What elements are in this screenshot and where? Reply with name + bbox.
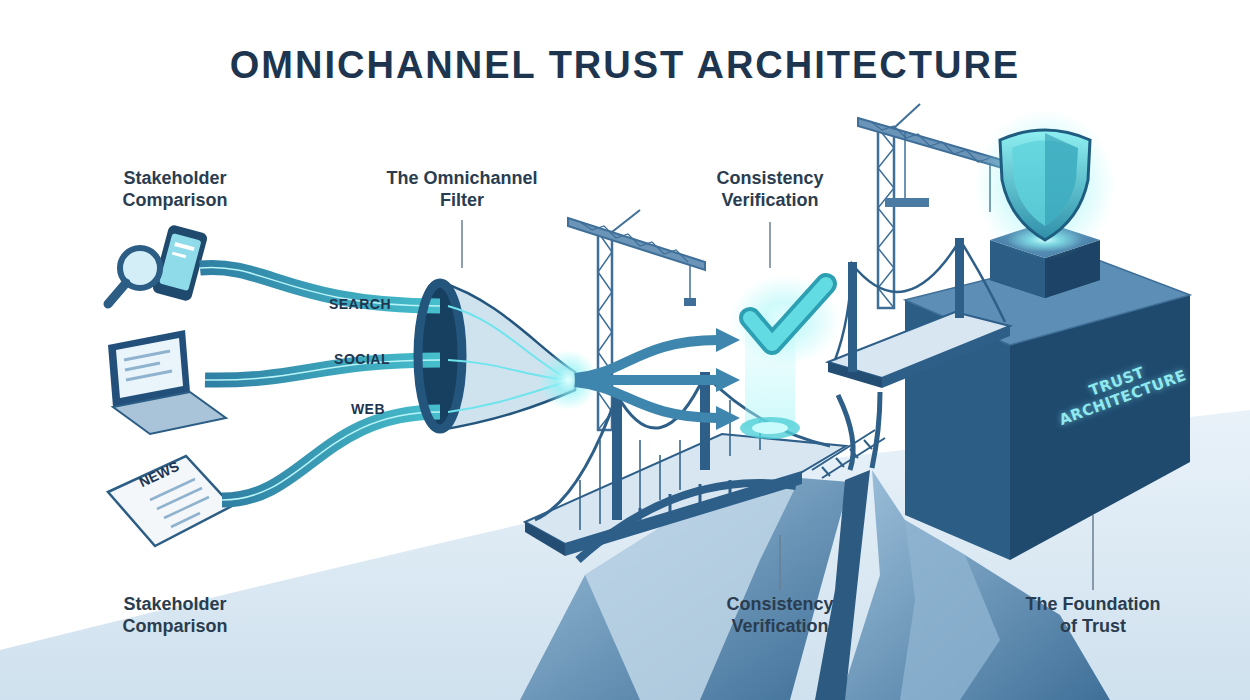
device-icons — [108, 283, 126, 304]
data-streams — [205, 360, 440, 380]
leader-line — [461, 220, 463, 268]
crane — [684, 298, 696, 306]
suspension-bridge — [599, 440, 601, 524]
device-icons — [150, 479, 209, 527]
crane — [568, 218, 705, 270]
checkmark-beam — [750, 284, 826, 344]
shield-symbol — [1045, 133, 1078, 226]
crane — [870, 121, 990, 162]
checkmark-beam — [730, 275, 840, 439]
crane — [878, 128, 894, 308]
device-icons — [113, 392, 226, 434]
device-icons — [108, 456, 232, 546]
bridge-rail — [864, 440, 872, 449]
right-bridge — [838, 395, 853, 470]
right-bridge — [835, 240, 1005, 360]
suspension-bridge — [659, 455, 661, 500]
device-icons — [125, 363, 160, 370]
section-label: Consistency Verification — [700, 168, 840, 211]
device-icons — [172, 252, 186, 259]
suspension-bridge — [679, 440, 681, 490]
suspension-bridge — [579, 480, 581, 530]
right-bridge — [882, 326, 1010, 388]
section-label: The Foundation of Trust — [1018, 594, 1168, 637]
crane — [689, 265, 691, 300]
suspension-bridge — [525, 522, 565, 556]
suspension-bridge — [759, 479, 762, 489]
device-icons — [116, 338, 183, 398]
shield-symbol — [975, 110, 1115, 260]
device-icons — [164, 497, 209, 518]
channel-label: SOCIAL — [317, 351, 407, 368]
channel-label: SEARCH — [315, 296, 405, 313]
crane — [904, 132, 906, 200]
crane — [580, 222, 688, 262]
data-streams — [200, 267, 440, 306]
data-streams — [200, 267, 740, 500]
right-bridge — [872, 392, 880, 468]
checkmark-beam — [750, 284, 826, 344]
section-label: Consistency Verification — [710, 594, 850, 637]
data-streams — [200, 267, 440, 306]
suspension-bridge — [612, 392, 622, 520]
crane — [612, 210, 640, 232]
crane — [598, 232, 612, 430]
section-label: The Omnichannel Filter — [380, 168, 545, 211]
suspension-bridge — [580, 400, 760, 530]
bridge-rail — [836, 458, 844, 467]
leader-line — [769, 222, 771, 268]
crane — [894, 104, 920, 128]
suspension-bridge — [639, 508, 642, 525]
checkmark-beam — [730, 275, 840, 365]
shield-symbol — [1000, 130, 1090, 240]
channel-label: WEB — [323, 401, 413, 418]
leader-line — [1092, 515, 1094, 590]
data-streams — [575, 340, 718, 378]
data-streams — [716, 328, 740, 352]
section-label: Stakeholder Comparison — [110, 594, 240, 637]
crane — [598, 232, 612, 430]
right-bridge — [828, 238, 1010, 470]
device-icons — [171, 513, 200, 527]
suspension-bridge — [609, 530, 612, 534]
data-streams — [205, 360, 440, 380]
right-bridge — [848, 262, 857, 372]
data-streams — [222, 412, 440, 500]
suspension-bridge — [669, 494, 672, 516]
checkmark-beam — [752, 422, 788, 434]
device-icons — [174, 242, 194, 251]
data-streams — [716, 406, 740, 430]
suspension-bridge — [729, 400, 731, 456]
shield-symbol — [975, 110, 1115, 260]
suspension-bridge — [525, 434, 846, 544]
suspension-bridge — [610, 479, 760, 534]
data-streams — [716, 368, 740, 392]
data-streams — [222, 412, 440, 500]
checkmark-beam — [740, 417, 800, 439]
leader-line — [779, 535, 781, 590]
suspension-bridge — [639, 440, 641, 510]
diagram-title: OMNICHANNEL TRUST ARCHITECTURE — [0, 44, 1250, 87]
suspension-bridge — [729, 480, 732, 498]
crane — [885, 198, 929, 207]
right-bridge — [955, 238, 964, 318]
suspension-bridge — [578, 483, 796, 560]
suspension-bridge — [699, 484, 702, 507]
device-icons — [157, 488, 202, 509]
crane — [878, 128, 894, 308]
device-icons — [124, 351, 172, 380]
device-icons — [126, 371, 172, 380]
section-label: Stakeholder Comparison — [110, 168, 240, 211]
data-streams — [575, 382, 718, 418]
bridge-rail — [822, 467, 830, 476]
data-streams — [418, 283, 462, 429]
device-icons — [159, 233, 201, 291]
glacier-ground — [815, 470, 870, 700]
leader-line — [462, 220, 1093, 590]
device-icons — [124, 351, 170, 360]
